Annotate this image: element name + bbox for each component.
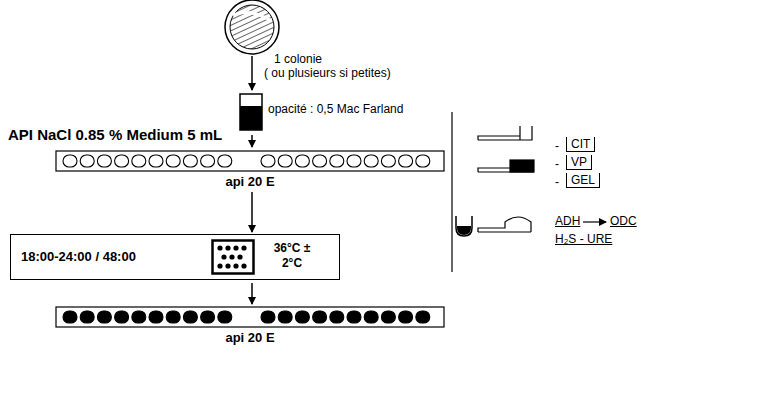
cupule-dome-icon bbox=[478, 217, 531, 232]
test-box: GEL bbox=[566, 173, 600, 188]
annotation-label: - bbox=[555, 139, 559, 153]
flow-arrow bbox=[251, 135, 253, 147]
test-code: GEL bbox=[571, 173, 595, 187]
annotation-label: ODC bbox=[610, 214, 637, 228]
cupule-empty-icon bbox=[478, 126, 532, 140]
reaction-arrow bbox=[583, 221, 606, 222]
incubation-temperature: 36°C ± 2°C bbox=[267, 241, 317, 271]
incubator-icon bbox=[211, 239, 255, 275]
incubation-time: 18:00-24:00 / 48:00 bbox=[21, 249, 136, 264]
test-box: VP bbox=[566, 155, 592, 170]
annotation-label: - bbox=[555, 157, 559, 171]
annotation-label: opacité : 0,5 Mac Farland bbox=[268, 102, 403, 116]
separator-line bbox=[451, 112, 452, 272]
test-code: CIT bbox=[571, 137, 590, 151]
suspension-tube bbox=[240, 94, 262, 130]
test-code: VP bbox=[571, 155, 587, 169]
oil-drop-icon bbox=[456, 216, 472, 236]
strip-label: api 20 E bbox=[55, 174, 445, 189]
annotation-label: - bbox=[555, 175, 559, 189]
annotation-label: API NaCl 0.85 % Medium 5 mL bbox=[8, 128, 222, 142]
api-strip: api 20 E bbox=[55, 306, 445, 345]
strip-label: api 20 E bbox=[55, 330, 445, 345]
cupule-filled-icon bbox=[478, 160, 534, 172]
strip-cupules bbox=[55, 306, 445, 328]
flow-arrow bbox=[251, 56, 253, 90]
flow-arrow bbox=[251, 192, 253, 232]
annotation-label: H₂S - URE bbox=[555, 232, 612, 246]
petri-dish bbox=[225, 0, 279, 54]
api-strip: api 20 E bbox=[55, 150, 445, 189]
annotation-label: ADH bbox=[555, 214, 580, 228]
strip-cupules bbox=[55, 150, 445, 172]
annotation-label: ( ou plusieurs si petites) bbox=[264, 66, 391, 80]
annotation-label: 1 colonie bbox=[274, 52, 322, 66]
test-box: CIT bbox=[566, 137, 595, 152]
incubation-box: 18:00-24:00 / 48:00 36°C ± 2°C bbox=[10, 234, 340, 280]
flow-arrow bbox=[251, 283, 253, 304]
